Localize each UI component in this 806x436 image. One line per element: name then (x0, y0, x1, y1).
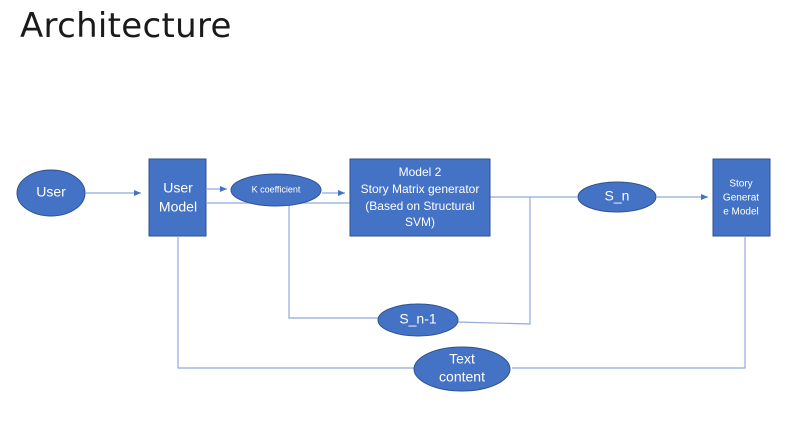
node-s-n-minus-1-label: S_n-1 (399, 311, 437, 327)
node-user-model[interactable]: User Model (148, 158, 207, 237)
line-user-model-to-text-content (177, 237, 414, 369)
node-story-generate-model-label-line2: Generat (723, 193, 759, 204)
node-model2-label-line3: (Based on Structural (365, 199, 474, 213)
node-story-generate-model-label-line1: Story (729, 179, 752, 190)
line-k-coefficient-to-s-n-minus-1 (288, 204, 378, 319)
node-text-content[interactable]: Text content (413, 346, 511, 392)
node-model2-label-line2: Story Matrix generator (361, 182, 480, 196)
node-s-n[interactable]: S_n (577, 181, 657, 213)
line-text-content-to-story-generate-model (512, 237, 746, 369)
node-user-model-label-line2: Model (159, 199, 197, 215)
node-user-model-label-line1: User (163, 180, 193, 196)
node-k-coefficient-label: K coefficient (252, 184, 301, 194)
node-user-label: User (36, 184, 66, 200)
node-model2-label-line4: SVM) (405, 215, 435, 229)
node-user[interactable]: User (16, 169, 86, 217)
line-s-n-loop-to-s-n-minus-1 (457, 197, 531, 325)
node-s-n-minus-1[interactable]: S_n-1 (377, 303, 459, 337)
node-model2-label-line1: Model 2 (399, 165, 442, 179)
node-text-content-label-line2: content (439, 369, 485, 385)
node-model2[interactable]: Model 2 Story Matrix generator (Based on… (349, 158, 491, 237)
node-k-coefficient[interactable]: K coefficient (230, 173, 322, 207)
slide-title: Architecture (20, 6, 232, 46)
node-text-content-label-line1: Text (449, 351, 475, 367)
node-story-generate-model-label-line3: e Model (723, 207, 759, 218)
node-story-generate-model[interactable]: Story Generat e Model (712, 158, 771, 237)
connectors (86, 186, 746, 369)
node-s-n-label: S_n (605, 188, 630, 204)
